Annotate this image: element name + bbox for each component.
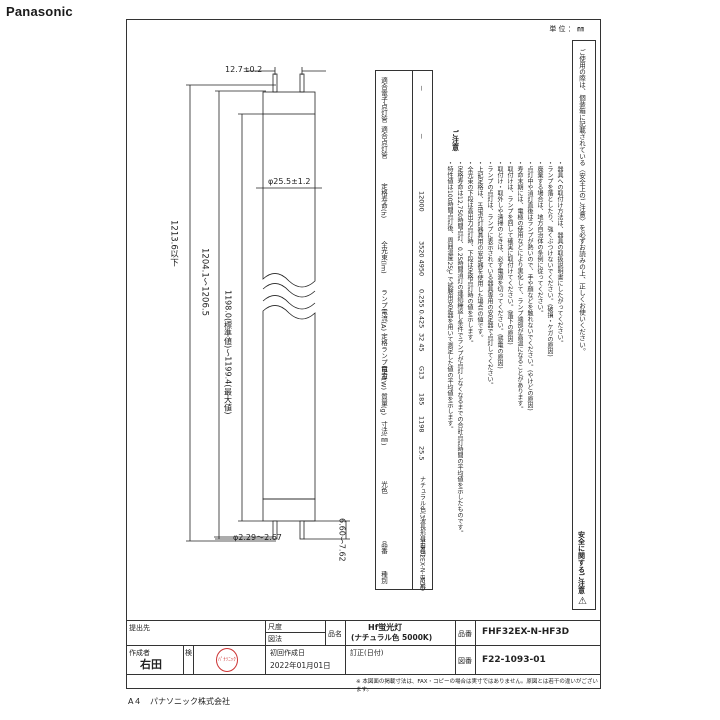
safety-box: ご使用の際は、個装箱に記載されている〈安全上のご注意〉を必ずお読みの上、正しくお…	[572, 40, 596, 610]
col-header-power: 定格ランプ電力(W)	[379, 333, 388, 390]
approval-stamp: ﾊﾟﾅｿﾆｯｸ	[216, 648, 238, 672]
dim-diameter: φ25.5±1.2	[268, 177, 311, 186]
note-item: ・ランプを落としたり、強くぶつけないでください。(破損・ケガの原因)	[546, 160, 553, 357]
dim-pin-diameter: φ2.29～2.67	[233, 533, 282, 542]
top-cap	[262, 91, 316, 115]
val-color: ナチュラル色(3波長形昼白色)	[418, 476, 426, 557]
val-base: G13	[417, 366, 426, 380]
lamp-drawing	[186, 67, 350, 542]
revision-label: 訂正(日付)	[350, 649, 384, 657]
col-header-ballast1: 適合点灯管	[379, 126, 388, 159]
title-block-footnote: ※ 本図面の掲載寸法は、FAX・コピーの場合は実寸ではありません。原図とは若干の…	[356, 679, 598, 693]
col-header-ballast2: 適合電子点灯管	[379, 77, 388, 123]
col-header-color: 光色	[379, 481, 388, 494]
note-item: ・上記定格は、Hf蛍光灯器具用の安定器を使用した場合の値です。	[476, 160, 483, 341]
val-power: 32 45	[417, 333, 426, 352]
bottom-pin-left	[272, 520, 278, 540]
note-item: ・特性値は100時間点灯後、周囲温度25℃で試験用安定器を用いて測定した値の平均…	[446, 160, 453, 433]
col-header-life: 定格寿命(h)	[379, 183, 388, 219]
unit-label: 単 位 ： ㎜	[549, 25, 584, 33]
col-header-flux: 全光束(lm)	[379, 241, 388, 274]
first-issue-label: 初回作成日	[270, 649, 305, 657]
val-ballast1: －	[417, 133, 426, 140]
product-name: Hf蛍光灯	[368, 623, 403, 632]
note-item: ・器具への取付け方法は、器具の取扱説明書にしたがってください。	[556, 160, 563, 346]
note-item: ・寿命末期には、電極の使用などにより黒化して、ランプ端部が高温になることがありま…	[516, 160, 523, 412]
author-label: 作成者	[129, 649, 150, 657]
spec-table: 適合電子点灯管 適合点灯管 定格寿命(h) 全光束(lm) ランプ電流(A) 定…	[375, 70, 413, 590]
name-label: 品名	[328, 630, 342, 638]
product-label: 品番	[458, 630, 472, 638]
note-item: ・ランプの点灯は、ランプに表示されている器具専用の安定器で点灯してください。	[486, 160, 493, 388]
title-block: 提出先 尺度 図法 品名 Hf蛍光灯 (ナチュラル色 5000K) 品番 FHF…	[126, 620, 601, 693]
note-item: ・取付け・取外しや清掃のときは、必ず電源を切ってください。(感電の原因)	[496, 160, 503, 369]
notes-title: ご注意	[451, 130, 460, 151]
note-item: ・定格寿命は12,750時間点灯、0.25時間消灯の連続繰返し条件でランプが点灯…	[456, 160, 463, 537]
tube-upper	[262, 114, 316, 288]
val-life: 12000	[417, 191, 426, 212]
dim-lamp-length: 1204.1～1206.5	[199, 248, 210, 316]
drawing-method-label: 図法	[268, 635, 282, 643]
note-item: ・廃棄する場合は、地方自治体の条例に従ってください。	[536, 160, 543, 316]
spec-table-values: － － 12000 3520 4950 0.255 0.425 32 45 G1…	[413, 70, 433, 591]
check-label: 検	[185, 649, 192, 657]
safety-text: ご使用の際は、個装箱に記載されている〈安全上のご注意〉を必ずお読みの上、正しくお…	[577, 49, 586, 355]
dim-overall: 1213.6以下	[168, 220, 179, 267]
dim-pin-length: 6.60～7.62	[337, 518, 347, 562]
safety-title: 安全に関するご注意	[577, 531, 586, 594]
first-issue-date: 2022年01月01日	[270, 661, 331, 670]
bottom-cap	[262, 498, 316, 522]
note-item: ・全光束の下段は高出力点灯時、下段は定格点灯時の値を示します。	[466, 160, 473, 346]
note-item: ・点灯中や消灯直後はランプが熱いので、手や顔などを触れないでください。(やけどの…	[526, 160, 533, 411]
val-flux: 3520 4950	[417, 241, 426, 277]
scale-label: 尺度	[268, 623, 282, 631]
brand-logo: Panasonic	[6, 4, 73, 19]
col-header-product: 品番	[379, 541, 388, 554]
val-weight: 185	[417, 393, 426, 406]
val-type: 32形	[418, 576, 426, 590]
drawing-number: F22-1093-01	[482, 655, 546, 665]
drawing-no-label: 図番	[458, 657, 472, 665]
author-name: 右田	[140, 658, 162, 671]
paper-size: A４	[128, 697, 142, 706]
company-name: パナソニック株式会社	[150, 697, 230, 706]
warning-icon: ⚠	[578, 596, 587, 607]
submit-label: 提出先	[129, 624, 150, 632]
note-item: ・取付けは、ランプを回して確実に取付けてください。(落下の原因)	[506, 160, 513, 345]
val-size-dia: 25.5	[417, 446, 426, 461]
product-color: (ナチュラル色 5000K)	[351, 633, 433, 642]
bottom-pin-right	[299, 520, 305, 540]
val-ballast2: －	[417, 85, 426, 92]
col-header-weight: 質量(g)	[379, 393, 388, 416]
val-size-len: 1198	[417, 416, 426, 433]
dim-body-length: 1198.0(標準値)～1199.4(最大値)	[223, 290, 233, 415]
col-header-type: 種別	[379, 571, 388, 584]
drawing-frame	[126, 19, 601, 689]
val-current: 0.255 0.425	[417, 289, 426, 329]
col-header-current: ランプ電流(A)	[379, 289, 388, 332]
dim-pin-spacing: 12.7±0.2	[225, 65, 263, 74]
top-pin-right	[299, 73, 305, 93]
col-header-base: 口金	[379, 366, 388, 379]
top-pin-left	[272, 73, 278, 93]
col-header-size: 寸法(㎜)	[379, 421, 388, 446]
tube-lower	[262, 305, 316, 500]
product-number: FHF32EX-N-HF3D	[482, 627, 570, 637]
notes-list: ・特性値は100時間点灯後、周囲温度25℃で試験用安定器を用いて測定した値の平均…	[446, 160, 572, 600]
val-product: FHF32EX-N-HF3D	[418, 539, 426, 591]
